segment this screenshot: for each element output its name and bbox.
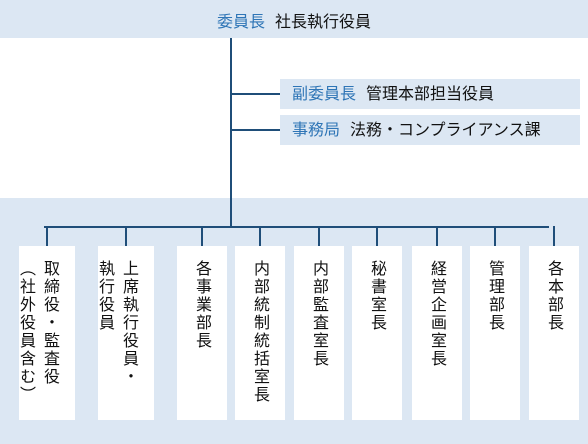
drop-line [201,226,203,246]
secretariat-role: 事務局 [292,120,341,139]
department-label-line: 内部監査室長 [310,260,329,368]
department-box: 秘書室長 [352,246,402,420]
department-box: 管理部長 [470,246,520,420]
drop-line [125,226,127,246]
department-label-line: 各本部長 [545,260,564,332]
secretariat-name: 法務・コンプライアンス課 [350,120,541,139]
drop-line [46,226,48,246]
chair-name: 社長執行役員 [275,12,372,31]
branch-line-vice-chair [230,93,280,95]
department-box: 取締役・監査役 （社外役員含む） [17,246,75,420]
branch-line-secretariat [230,129,280,131]
main-trunk-line [230,38,232,228]
department-label: 各事業部長 [190,260,214,350]
department-label-line: 経営企画室長 [428,260,447,368]
department-box: 各事業部長 [177,246,227,420]
department-label: 上席執行役員・執行役員 [93,260,141,386]
department-box: 上席執行役員・執行役員 [96,246,154,420]
drop-line [318,226,320,246]
drop-line [436,226,438,246]
drop-line [553,226,555,246]
vice-chair-role: 副委員長 [292,84,357,103]
department-label-line: 秘書室長 [368,260,387,332]
department-box: 内部監査室長 [294,246,344,420]
drop-line [376,226,378,246]
department-label-line: 管理部長 [486,260,505,332]
drop-line [259,226,261,246]
vice-chair-box: 副委員長管理本部担当役員 [280,79,580,109]
vice-chair-name: 管理本部担当役員 [366,84,495,103]
department-label: 秘書室長 [365,260,389,332]
chair-role: 委員長 [216,12,265,31]
department-label: 内部統制統括室長 [248,260,272,404]
department-box: 各本部長 [529,246,579,420]
chair-band [0,0,588,38]
drop-line [494,226,496,246]
department-label: 経営企画室長 [425,260,449,368]
department-label-line: 上席執行役員・ [120,260,139,386]
secretariat-box: 事務局法務・コンプライアンス課 [280,115,580,145]
department-label-line: 取締役・監査役 [41,260,60,386]
department-label-line: （社外役員含む） [17,260,36,404]
chair-box: 委員長社長執行役員 [0,8,588,32]
department-label: 各本部長 [542,260,566,332]
department-label-line: 内部統制統括室長 [251,260,270,404]
department-label: 内部監査室長 [307,260,331,368]
distribution-line [44,226,549,228]
department-label: 取締役・監査役 （社外役員含む） [14,260,62,404]
department-label-line: 執行役員 [96,260,115,332]
department-box: 経営企画室長 [412,246,462,420]
department-box: 内部統制統括室長 [235,246,285,420]
department-label: 管理部長 [483,260,507,332]
department-label-line: 各事業部長 [193,260,212,350]
